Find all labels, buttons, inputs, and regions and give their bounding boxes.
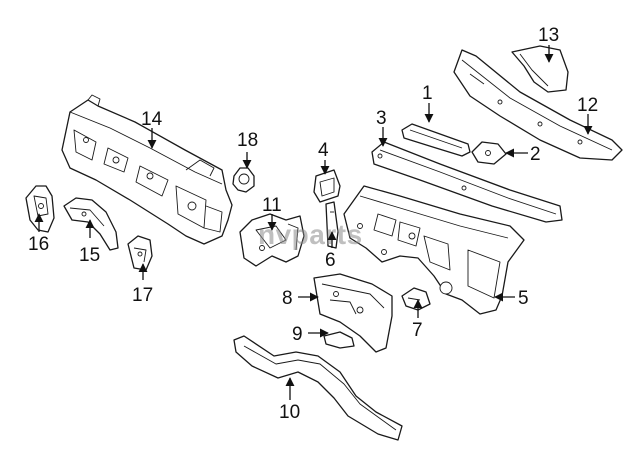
- callout-3: 3: [376, 108, 388, 147]
- callout-16: 16: [28, 213, 49, 255]
- part-14-dash-panel: [61, 94, 233, 245]
- part-17-bracket: [127, 235, 153, 271]
- svg-text:3: 3: [376, 108, 387, 129]
- callout-11: 11: [262, 195, 282, 231]
- callout-10: 10: [279, 377, 300, 423]
- svg-text:5: 5: [518, 288, 529, 309]
- callout-7: 7: [412, 299, 423, 341]
- part-3-cowl-rail: [371, 141, 563, 223]
- callout-17: 17: [132, 263, 153, 306]
- callout-15: 15: [79, 219, 100, 266]
- part-13-bracket: [511, 45, 569, 93]
- callout-4: 4: [318, 140, 330, 175]
- part-7-bracket: [401, 287, 431, 311]
- callout-6: 6: [325, 231, 337, 271]
- callout-1: 1: [422, 83, 434, 123]
- part-1-cowl-rail: [401, 123, 471, 157]
- svg-text:13: 13: [538, 25, 559, 46]
- part-15-brace: [63, 197, 119, 251]
- svg-text:2: 2: [530, 144, 541, 165]
- svg-text:15: 15: [79, 245, 100, 266]
- part-9-clip: [323, 331, 355, 349]
- callout-18: 18: [237, 130, 258, 169]
- callout-13: 13: [538, 25, 559, 63]
- svg-text:14: 14: [141, 109, 163, 130]
- part-8-bulkhead: [313, 273, 393, 353]
- svg-text:17: 17: [132, 285, 153, 306]
- callout-5: 5: [494, 288, 529, 309]
- callout-8: 8: [282, 288, 319, 309]
- svg-text:7: 7: [412, 320, 423, 341]
- svg-text:16: 16: [28, 234, 49, 255]
- callout-14: 14: [141, 109, 163, 149]
- part-12-cowl-panel: [453, 49, 623, 161]
- svg-text:9: 9: [292, 324, 303, 345]
- svg-text:4: 4: [318, 140, 329, 161]
- part-18-plate: [232, 167, 255, 193]
- part-16-bracket: [25, 185, 55, 233]
- svg-text:1: 1: [422, 83, 433, 104]
- svg-text:8: 8: [282, 288, 293, 309]
- part-11-bracket: [239, 213, 305, 267]
- callout-9: 9: [292, 324, 329, 345]
- part-2-plate: [471, 141, 507, 165]
- watermark: nvparts: [258, 219, 363, 250]
- part-10-cross-member: [233, 335, 403, 441]
- svg-text:6: 6: [325, 250, 336, 271]
- svg-text:18: 18: [237, 130, 258, 151]
- svg-text:12: 12: [577, 95, 598, 116]
- part-5-dash-panel: [343, 185, 525, 315]
- callout-2: 2: [505, 144, 541, 165]
- svg-text:10: 10: [279, 402, 300, 423]
- callout-12: 12: [577, 95, 598, 135]
- svg-text:11: 11: [262, 195, 282, 216]
- part-4-bracket: [313, 169, 341, 203]
